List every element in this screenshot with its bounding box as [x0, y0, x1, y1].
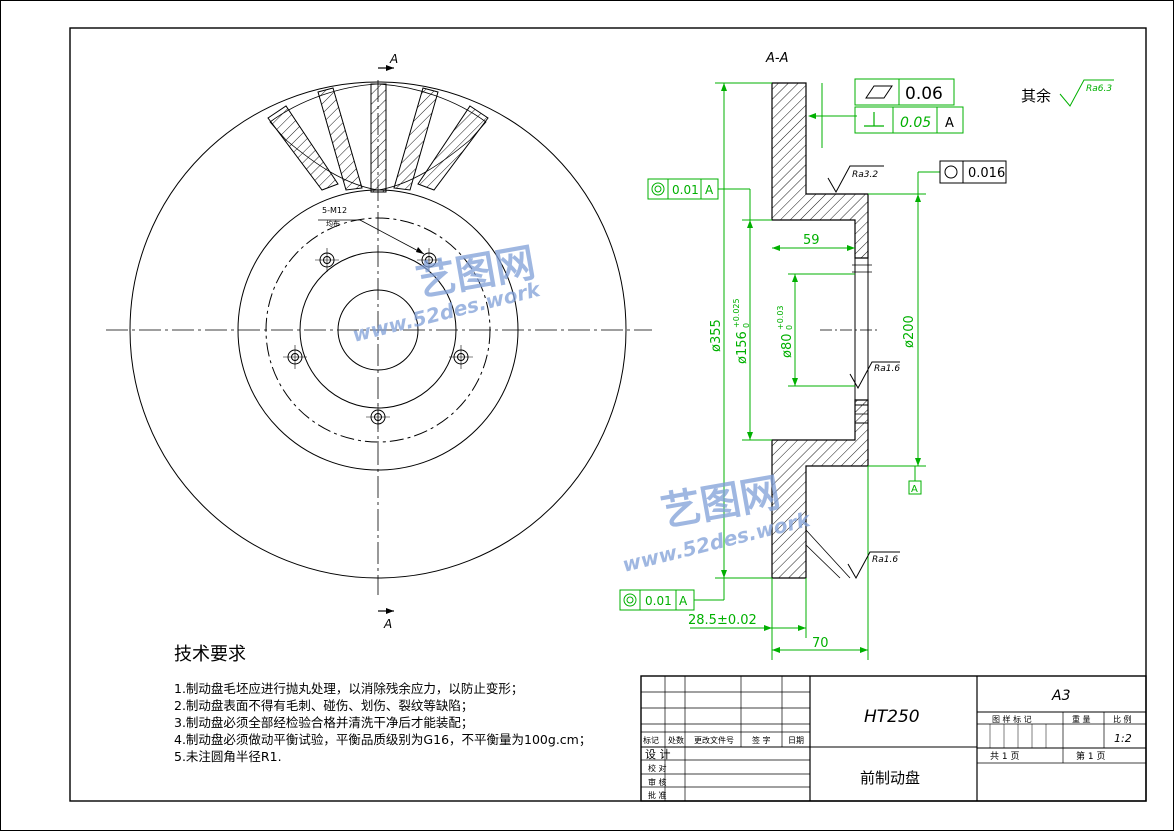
dim-d156: ø156	[735, 331, 750, 364]
flatness-icon	[865, 85, 893, 99]
tb-approve: 批 准	[648, 790, 667, 800]
concentricity-icon	[651, 182, 665, 196]
section-title: A-A	[765, 51, 788, 66]
tb-h-doc: 更改文件号	[694, 735, 734, 745]
dimension-lines	[690, 82, 940, 660]
tb-scale: 1:2	[1114, 732, 1132, 745]
dim-d200: ø200	[902, 315, 917, 348]
tb-h-count: 处数	[668, 735, 684, 745]
ra-general-label: 其余	[1021, 87, 1051, 105]
perpendicularity-value: 0.05	[900, 115, 931, 131]
runout-bottom-value: 0.01	[645, 594, 672, 608]
perpendicularity-frame: 0.05 A	[854, 106, 964, 134]
roughness-symbols	[827, 79, 1114, 580]
notes-title: 技术要求	[174, 644, 246, 665]
dim-d156-tol-lower: 0	[742, 323, 751, 328]
cut-label-top: A	[389, 52, 398, 66]
flatness-frame: 0.06	[854, 78, 955, 106]
runout-top-value: 0.01	[672, 183, 699, 197]
ra-general-value: Ra6.3	[1086, 84, 1112, 94]
tb-h-scale: 比 例	[1113, 714, 1132, 724]
flatness-value: 0.06	[905, 84, 943, 104]
tb-check: 校 对	[648, 763, 667, 773]
tb-h-stage: 图 样 标 记	[992, 714, 1032, 724]
tb-review: 审 核	[648, 777, 667, 787]
dim-d355: ø355	[709, 319, 724, 352]
dim-28-5: 28.5±0.02	[688, 613, 757, 628]
front-view	[106, 65, 652, 614]
dim-d80-tol-upper: +0.03	[776, 305, 785, 330]
concentricity-icon	[623, 593, 637, 607]
tb-h-date: 日期	[788, 736, 804, 745]
tb-h-mark: 标记	[643, 735, 659, 745]
note-item: 1.制动盘毛坯应进行抛丸处理，以消除残余应力，以防止变形；	[174, 681, 524, 696]
bolt-callout-sub: 均布	[326, 219, 340, 228]
tb-h-sign: 签 字	[752, 735, 771, 745]
material: HT250	[864, 707, 920, 727]
dim-d156-tol-upper: +0.025	[732, 298, 741, 328]
perpendicularity-datum: A	[945, 116, 954, 131]
note-item: 4.制动盘必须做动平衡试验，平衡品质级别为G16，不平衡量为100g.cm；	[174, 732, 592, 747]
vanes	[267, 83, 489, 193]
dim-70: 70	[812, 636, 829, 651]
tb-design: 设 计	[645, 748, 671, 761]
bolt-holes	[283, 248, 473, 429]
datum-flag-label: A	[911, 484, 918, 495]
dim-59: 59	[803, 233, 820, 248]
dim-d80-tol-lower: 0	[785, 325, 794, 330]
part-name: 前制动盘	[860, 769, 920, 787]
runout-frame-top: 0.01 A	[647, 178, 719, 200]
runout-top-datum: A	[705, 183, 714, 197]
circularity-icon	[944, 165, 958, 179]
ra-mid: Ra1.6	[874, 364, 900, 374]
dimension-arrows	[721, 83, 921, 653]
title-block	[640, 675, 1147, 802]
tb-sheet-no: 第 1 页	[1076, 750, 1105, 762]
cut-label-bottom: A	[383, 617, 392, 631]
datum-flag: A	[908, 480, 922, 495]
note-item: 5.未注圆角半径R1.	[174, 749, 282, 764]
inner-border	[69, 27, 1147, 802]
runout-frame-bottom: 0.01 A	[619, 589, 695, 611]
bolt-callout: 5-M12	[322, 206, 347, 215]
technical-requirements: 技术要求 1.制动盘毛坯应进行抛丸处理，以消除残余应力，以防止变形； 2.制动盘…	[174, 640, 644, 765]
circularity-frame: 0.016	[939, 160, 1007, 184]
tb-total-sheets: 共 1 页	[990, 751, 1019, 762]
note-item: 2.制动盘表面不得有毛刺、碰伤、划伤、裂纹等缺陷；	[174, 698, 474, 713]
tb-h-weight: 重 量	[1072, 714, 1091, 724]
sheet-size: A3	[1051, 688, 1070, 704]
circularity-value: 0.016	[968, 166, 1005, 181]
dim-d80: ø80	[780, 334, 795, 359]
runout-bottom-datum: A	[679, 594, 688, 608]
ra-bottom: Ra1.6	[872, 555, 898, 565]
ra-top: Ra3.2	[852, 170, 878, 180]
note-item: 3.制动盘必须全部经检验合格并清洗干净后才能装配；	[174, 715, 474, 730]
